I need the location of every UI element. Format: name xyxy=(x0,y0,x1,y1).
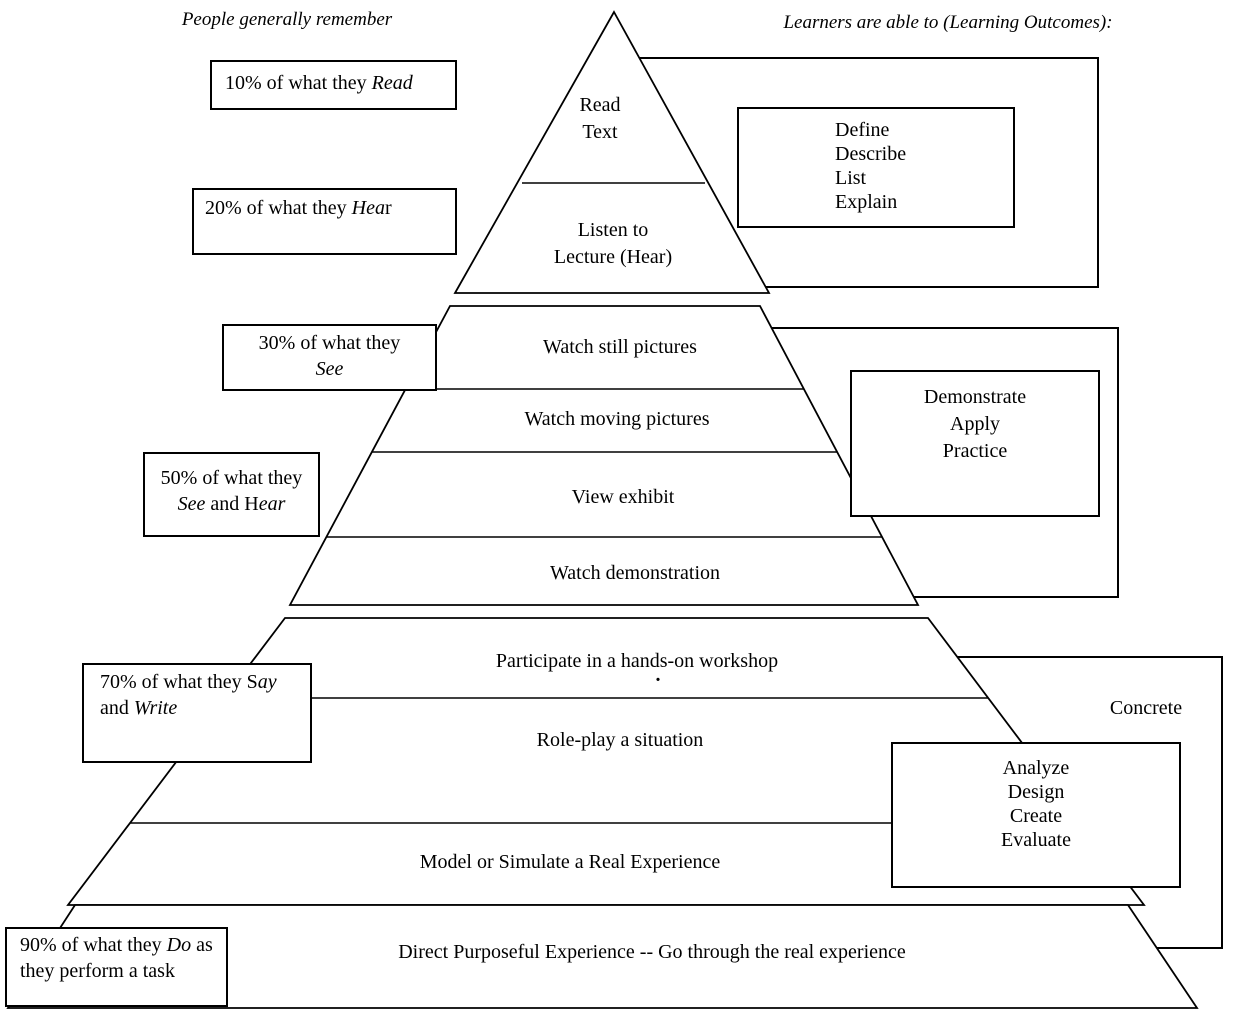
remember-box-70-say-write: 70% of what they Say and Write xyxy=(82,663,312,763)
outcome-word: Define xyxy=(835,119,890,141)
remember-box-line: See and Hear xyxy=(177,493,286,515)
outcome-word: Evaluate xyxy=(1001,829,1071,851)
remember-box-line: 10% of what they Read xyxy=(225,72,413,94)
level-label-model-simulate: Model or Simulate a Real Experience xyxy=(419,851,721,873)
level-label-workshop: Participate in a hands-on workshop xyxy=(495,650,779,672)
remember-box-line: See xyxy=(315,358,344,380)
remember-box-20-hear: 20% of what they Hear xyxy=(192,188,457,255)
pyramid-band-lower xyxy=(66,617,1146,906)
outcome-word: Demonstrate xyxy=(923,386,1027,408)
remember-box-line: 50% of what they xyxy=(160,467,303,489)
remember-box-line: and Write xyxy=(100,697,178,719)
pyramid-band-upper xyxy=(288,305,920,606)
outcome-word: Design xyxy=(1007,781,1065,803)
level-label-still-pictures: Watch still pictures xyxy=(543,336,697,358)
outcome-word: Create xyxy=(1009,805,1063,827)
outcome-word: Explain xyxy=(835,191,898,213)
level-label-view-exhibit: View exhibit xyxy=(571,486,675,508)
remember-box-10-read: 10% of what they Read xyxy=(210,60,457,110)
header-remember: People generally remember xyxy=(181,9,393,30)
level-label-listen-lecture: Listen to Lecture (Hear) xyxy=(553,219,673,268)
outcome-box-define: Define Describe List Explain xyxy=(737,107,1015,228)
outcome-word: Analyze xyxy=(1002,757,1070,779)
level-label-direct-experience: Direct Purposeful Experience -- Go throu… xyxy=(398,941,906,963)
stray-dot: . xyxy=(655,664,661,686)
remember-box-90-do: 90% of what they Do as they perform a ta… xyxy=(5,927,228,1007)
remember-box-line: 20% of what they Hear xyxy=(205,197,392,219)
remember-box-30-see: 30% of what they See xyxy=(222,324,437,391)
pyramid-triangle xyxy=(453,10,771,294)
outcome-word: Describe xyxy=(835,143,907,165)
remember-box-line: 90% of what they Do as xyxy=(20,934,213,956)
remember-box-line: 70% of what they Say xyxy=(100,671,277,693)
remember-box-line: 30% of what they xyxy=(258,332,401,354)
concrete-label: Concrete xyxy=(1109,697,1183,719)
remember-box-line: they perform a task xyxy=(20,960,175,982)
outcome-word: List xyxy=(835,167,867,189)
level-label-watch-demonstration: Watch demonstration xyxy=(549,562,720,584)
outcome-box-demonstrate: Demonstrate Apply Practice xyxy=(850,370,1100,517)
outcome-box-analyze: Analyze Design Create Evaluate xyxy=(891,742,1181,888)
level-label-roleplay: Role-play a situation xyxy=(536,729,704,751)
level-label-read-text: Read Text xyxy=(579,94,621,143)
level-label-moving-pictures: Watch moving pictures xyxy=(524,408,710,430)
outcome-word: Practice xyxy=(942,440,1008,462)
remember-box-50-see-hear: 50% of what they See and Hear xyxy=(143,452,320,537)
outcome-word: Apply xyxy=(950,413,1000,435)
header-outcomes: Learners are able to (Learning Outcomes)… xyxy=(783,12,1113,33)
